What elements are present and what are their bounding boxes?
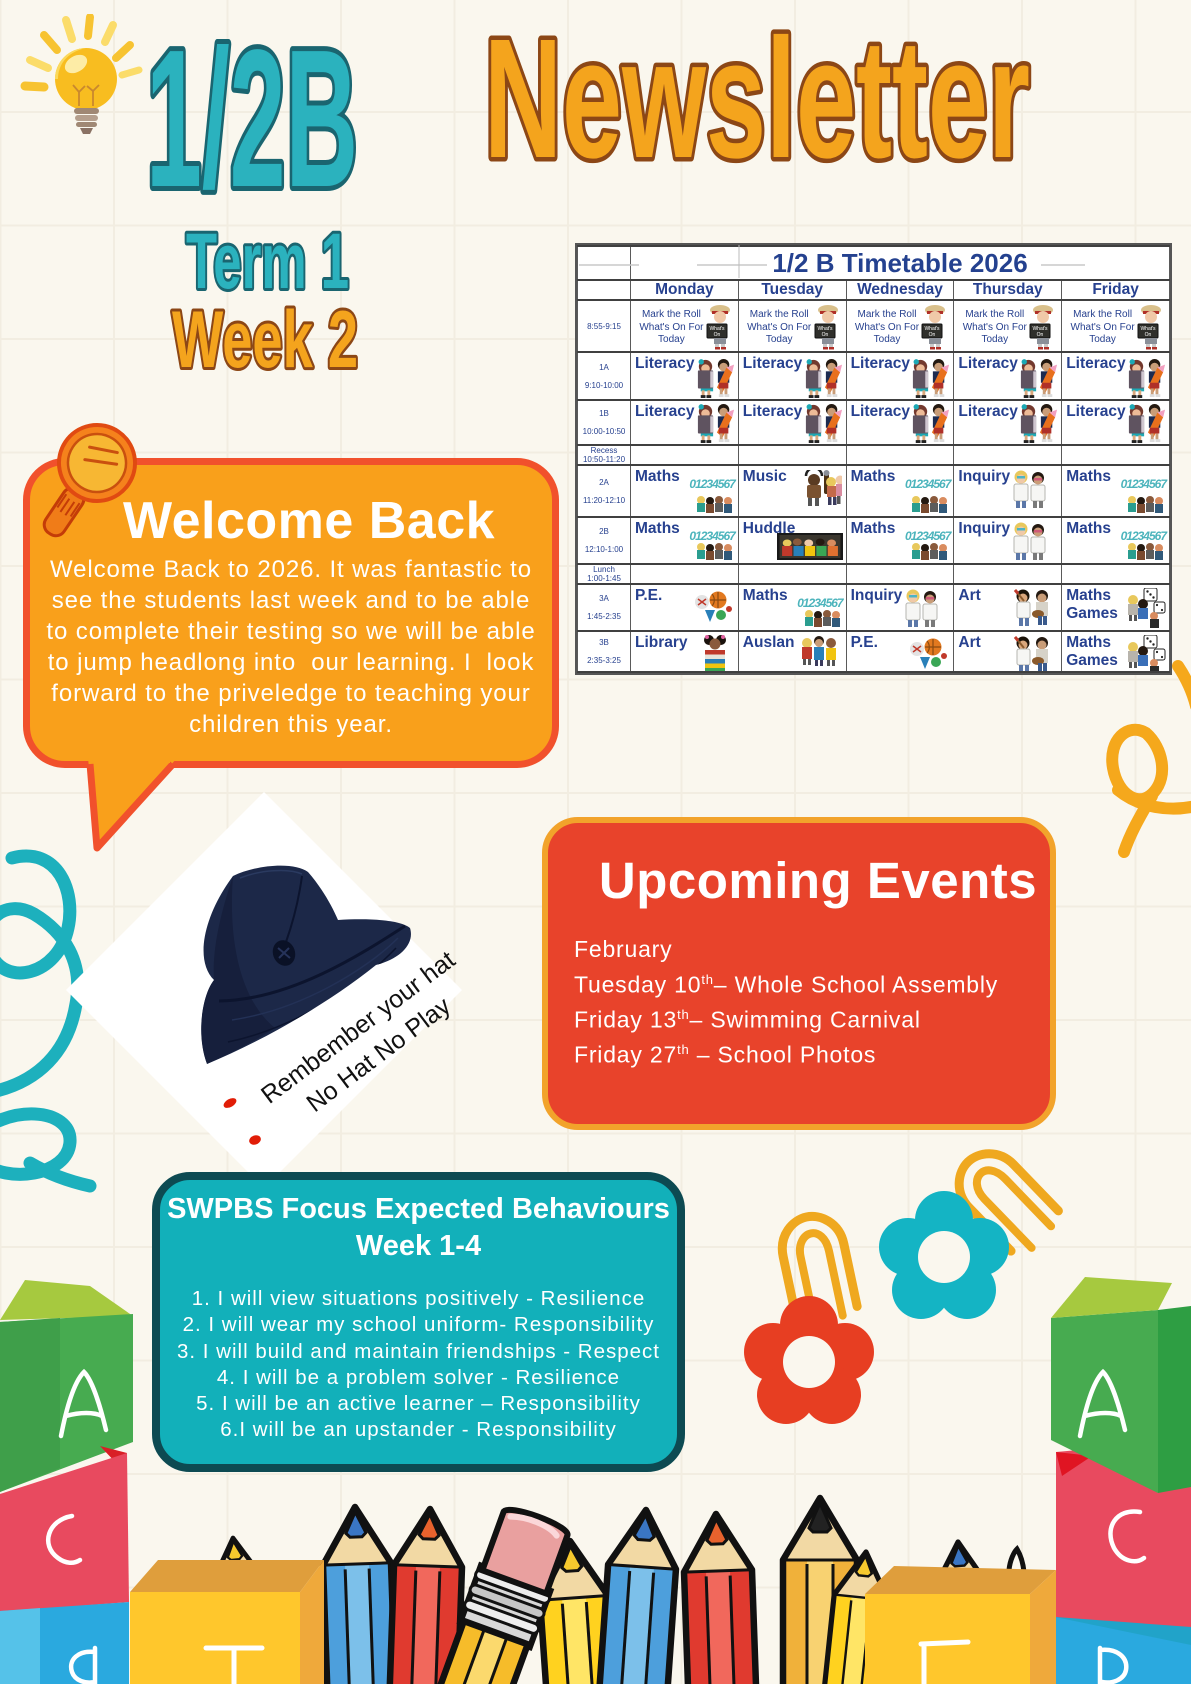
svg-text:Week 2: Week 2 [172,295,358,385]
svg-text:Term 1: Term 1 [186,216,349,305]
svg-text:1/2B: 1/2B [146,9,358,228]
svg-text:Newsletter: Newsletter [484,4,1030,194]
